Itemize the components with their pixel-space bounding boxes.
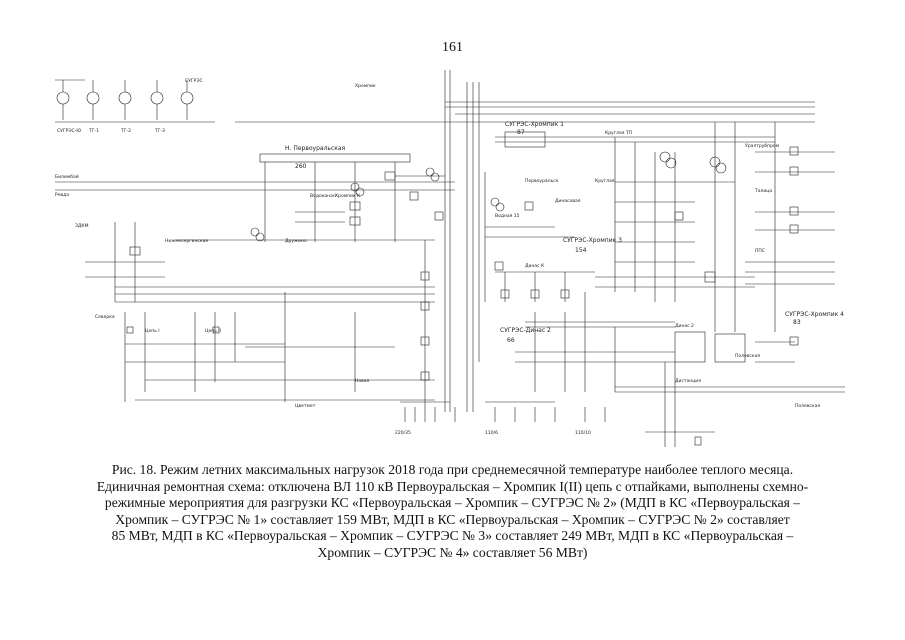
label-sugres-khrompik-4: СУГРЭС-Хромпик 4 bbox=[785, 311, 844, 318]
svg-text:220/35: 220/35 bbox=[395, 430, 411, 436]
svg-text:Динасовая: Динасовая bbox=[555, 198, 581, 204]
label-dinas-2: Динас 2 bbox=[675, 323, 694, 329]
label-sugres-dinas-2: СУГРЭС-Динас 2 bbox=[500, 327, 551, 334]
caption-line: Единичная ремонтная схема: отключена ВЛ … bbox=[96, 478, 809, 494]
label-pervouralskaya: Н. Первоуральская bbox=[285, 145, 346, 152]
svg-text:Круглая: Круглая bbox=[595, 178, 615, 184]
caption-line: Хромпик – СУГРЭС № 4» составляет 56 МВт) bbox=[317, 544, 588, 560]
svg-text:ТГ-2: ТГ-2 bbox=[120, 128, 131, 134]
svg-text:Хромпик: Хромпик bbox=[355, 83, 376, 89]
label-sugres-khrompik-3: СУГРЭС-Хромпик 3 bbox=[563, 237, 622, 244]
label-sugres-khrompik-3-num: 154 bbox=[575, 247, 587, 254]
svg-text:СУГРЭС: СУГРЭС bbox=[185, 78, 203, 84]
label-kruglaya: Круглая ТП bbox=[605, 130, 632, 136]
label-sugres-khrompik-1: СУГРЭС-Хромпик 1 bbox=[505, 121, 564, 128]
label-sugres-khrompik-4-num: 83 bbox=[793, 319, 801, 326]
svg-text:Уралтрубпром: Уралтрубпром bbox=[745, 143, 779, 149]
svg-text:Водоканал: Водоканал bbox=[310, 193, 336, 199]
svg-text:ТГ-3: ТГ-3 bbox=[154, 128, 165, 134]
svg-text:Новая: Новая bbox=[355, 378, 370, 384]
label-pervouralskaya-num: 260 bbox=[295, 163, 307, 170]
svg-text:Цепь I: Цепь I bbox=[145, 328, 160, 334]
svg-text:Полевская: Полевская bbox=[735, 353, 760, 359]
svg-text:СУГРЭС-Ю: СУГРЭС-Ю bbox=[57, 128, 81, 134]
svg-text:Билимбай: Билимбай bbox=[55, 173, 79, 180]
label-dinas: Динас К bbox=[525, 263, 545, 269]
svg-text:Нижнесергинская: Нижнесергинская bbox=[165, 238, 208, 244]
schematic-station-labels: Н. Первоуральская 260 СУГРЭС-Хромпик 1 8… bbox=[285, 121, 844, 344]
label-khrompik-k: Хромпик К bbox=[335, 193, 361, 199]
caption-line: Хромпик – СУГРЭС № 1» составляет 159 МВт… bbox=[115, 511, 790, 527]
svg-text:ППС: ППС bbox=[755, 248, 765, 254]
svg-text:Северка: Северка bbox=[95, 314, 115, 320]
label-sugres-dinas-2-num: 66 bbox=[507, 337, 515, 344]
svg-text:110/6: 110/6 bbox=[485, 430, 498, 436]
schematic-lines bbox=[55, 70, 845, 447]
svg-text:Полевская: Полевская bbox=[795, 403, 820, 409]
label-sugres-khrompik-1-num: 87 bbox=[517, 129, 525, 136]
svg-text:Первоуральск: Первоуральск bbox=[525, 178, 559, 184]
page-number: 161 bbox=[442, 40, 463, 55]
svg-text:ТГ-1: ТГ-1 bbox=[88, 128, 99, 134]
caption-line: Рис. 18. Режим летних максимальных нагру… bbox=[111, 462, 794, 477]
svg-text:Ревда: Ревда bbox=[55, 192, 69, 198]
svg-text:Талица: Талица bbox=[754, 188, 772, 194]
svg-text:Цветмет: Цветмет bbox=[295, 403, 316, 409]
svg-text:Дистанция: Дистанция bbox=[675, 378, 701, 384]
figure-caption: Рис. 18. Режим летних максимальных нагру… bbox=[60, 462, 845, 561]
svg-text:110/10: 110/10 bbox=[575, 430, 591, 436]
svg-text:Дружино: Дружино bbox=[285, 238, 307, 244]
label-vodnaya: Водная 15 bbox=[495, 213, 520, 219]
caption-line: режимные мероприятия для разгрузки КС «П… bbox=[104, 495, 801, 510]
svg-text:ЗДКМ: ЗДКМ bbox=[75, 223, 89, 229]
caption-line: 85 МВт, МДП в КС «Первоуральская – Хромп… bbox=[111, 528, 794, 543]
svg-text:Цепь II: Цепь II bbox=[205, 328, 221, 334]
